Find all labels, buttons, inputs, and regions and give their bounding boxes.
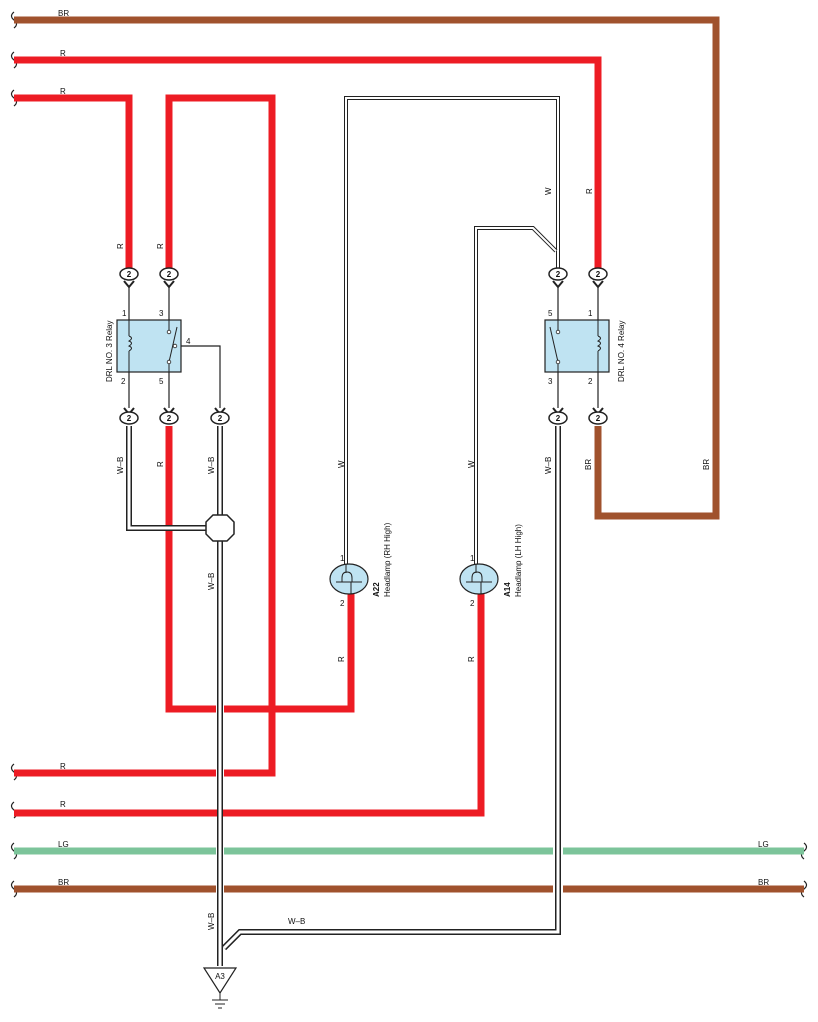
connector-relay3-pin3-top: 2	[159, 267, 179, 289]
connector-label: 2	[218, 414, 223, 423]
br-wire-top	[14, 16, 720, 520]
connector-label: 2	[556, 414, 561, 423]
connector-relay3-pin1-top: 2	[119, 267, 139, 289]
ground-code: A3	[215, 972, 225, 981]
headlamp-rh-name: Headlamp (RH High)	[383, 522, 392, 597]
connector-label: 2	[127, 270, 132, 279]
r-wire-relay3-pin3	[165, 94, 276, 777]
connector-label: 2	[556, 270, 561, 279]
headlamp-lh-pin2-label: 2	[470, 599, 475, 608]
wire-label: R	[60, 87, 66, 96]
wire-label: LG	[58, 840, 69, 849]
r-wire-top2	[14, 94, 133, 268]
wire-label: R	[60, 762, 66, 771]
wire-label: BR	[702, 459, 711, 470]
wire-label: R	[60, 49, 66, 58]
headlamp-rh-code: A22	[372, 582, 381, 597]
relay-drl-no3: 1 3 4 2 5 DRL NO. 3 Relay	[105, 287, 191, 408]
relay3-pin5-label: 5	[159, 377, 164, 386]
r-wire-bottom2	[14, 594, 485, 817]
wire-label: W–B	[207, 573, 216, 590]
wire-label: R	[337, 656, 346, 662]
wire-label: W	[337, 460, 346, 468]
connector-label: 2	[596, 414, 601, 423]
headlamp-lh: 1 2 A14 Headlamp (LH High)	[459, 524, 523, 608]
wire-label: BR	[58, 878, 69, 887]
headlamp-rh-pin1-label: 1	[340, 554, 345, 563]
wb-wires	[126, 426, 561, 966]
wire-labels: BR R R R R W R W–B R W–B W W W–B BR BR W…	[58, 9, 769, 930]
connector-label: 2	[127, 414, 132, 423]
relay3-pin3-label: 3	[159, 309, 164, 318]
ground-a3: A3	[202, 967, 238, 1009]
connector-label: 2	[167, 414, 172, 423]
relay3-pin2-label: 2	[121, 377, 126, 386]
connector-relay4-pin2-bottom: 2	[588, 407, 608, 425]
wire-label: R	[585, 188, 594, 194]
connector-relay3-pin2-bottom: 2	[119, 407, 139, 425]
connector-relay3-pin5-bottom: 2	[159, 407, 179, 425]
wire-label: R	[60, 800, 66, 809]
relay4-pin1-label: 1	[588, 309, 593, 318]
relay4-pin2-label: 2	[588, 377, 593, 386]
headlamp-lh-name: Headlamp (LH High)	[514, 524, 523, 597]
relay3-name: DRL NO. 3 Relay	[105, 321, 114, 383]
connector-label: 2	[167, 270, 172, 279]
connector-relay4-pin5-top: 2	[548, 267, 568, 289]
wire-label: W–B	[116, 457, 125, 474]
white-wires	[175, 96, 560, 564]
wire-label: BR	[758, 878, 769, 887]
r-wire-rh-out	[224, 594, 355, 713]
relay4-pin3-label: 3	[548, 377, 553, 386]
wire-label: R	[116, 243, 125, 249]
r-wire-relay3-pin5	[165, 426, 216, 713]
connector-relay4-pin3-bottom: 2	[548, 407, 568, 425]
wire-label: R	[156, 461, 165, 467]
wire-label: W–B	[544, 457, 553, 474]
headlamp-lh-code: A14	[503, 582, 512, 597]
wire-label: W–B	[207, 913, 216, 930]
red-wires	[14, 56, 602, 817]
wire-label: BR	[58, 9, 69, 18]
wire-label: LG	[758, 840, 769, 849]
relay-drl-no4: 5 1 3 2 DRL NO. 4 Relay	[544, 287, 626, 408]
connector-relay3-pin4-bottom: 2	[210, 407, 230, 425]
connector-label: 2	[596, 270, 601, 279]
r-wire-top1	[14, 56, 602, 268]
relay4-name: DRL NO. 4 Relay	[617, 321, 626, 383]
relay3-pin4-label: 4	[186, 337, 191, 346]
headlamp-lh-pin1-label: 1	[470, 554, 475, 563]
relay4-pin5-label: 5	[548, 309, 553, 318]
wire-label: W–B	[288, 917, 305, 926]
wire-label: R	[467, 656, 476, 662]
relay3-pin1-label: 1	[122, 309, 127, 318]
splice-junction	[205, 514, 235, 542]
wire-label: BR	[584, 459, 593, 470]
wire-label: W	[467, 460, 476, 468]
connector-relay4-pin1-top: 2	[588, 267, 608, 289]
brown-wires	[14, 16, 804, 893]
headlamp-rh-pin2-label: 2	[340, 599, 345, 608]
wire-label: R	[156, 243, 165, 249]
wire-label: W	[544, 187, 553, 195]
wire-label: W–B	[207, 457, 216, 474]
headlamp-rh: 1 2 A22 Headlamp (RH High)	[329, 522, 392, 608]
